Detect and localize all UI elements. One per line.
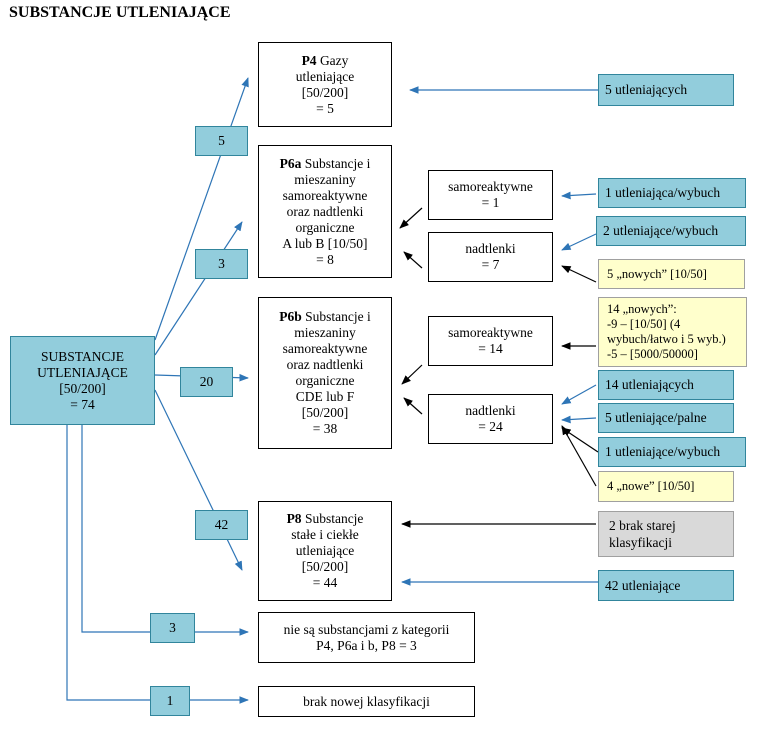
page-title: SUBSTANCJE UTLENIAJĄCE bbox=[9, 4, 231, 21]
p6b-perox-line-2: = 24 bbox=[478, 419, 503, 434]
p8-line-1: Substancje bbox=[304, 511, 364, 526]
count-other: 3 bbox=[150, 613, 195, 643]
source-s3: 2 utleniające/wybuch bbox=[596, 216, 746, 246]
p6a-peroxides-box: nadtlenki = 7 bbox=[428, 232, 553, 282]
category-other: nie są substancjami z kategorii P4, P6a … bbox=[258, 612, 475, 663]
p6b-perox-line-1: nadtlenki bbox=[465, 403, 516, 418]
p8-line-5: = 44 bbox=[312, 575, 338, 590]
arrow-self-to-p6b bbox=[401, 364, 423, 385]
source-s1: 5 utleniających bbox=[598, 74, 734, 106]
count-p6a: 3 bbox=[195, 249, 248, 279]
p6b-line-5: organiczne bbox=[295, 373, 355, 388]
arrow-s3 bbox=[561, 233, 597, 251]
p6a-line-1: Substancje i bbox=[304, 155, 371, 171]
p6a-line-6: A lub B [10/50] bbox=[282, 235, 368, 251]
p6a-self-line-2: = 1 bbox=[481, 195, 500, 210]
p8-code: P8 bbox=[286, 511, 302, 526]
p6a-perox-line-2: = 7 bbox=[481, 257, 500, 272]
p6a-self-line-1: samoreaktywne bbox=[448, 179, 533, 194]
p6a-line-7: = 8 bbox=[316, 251, 334, 267]
source-s11: 42 utleniające bbox=[598, 570, 734, 601]
p6a-code: P6a bbox=[279, 155, 302, 171]
category-p4: P4 Gazy utleniające [50/200] = 5 bbox=[258, 42, 392, 127]
arrow-s8 bbox=[561, 427, 599, 453]
p6a-line-2: mieszaniny bbox=[294, 171, 356, 187]
p4-code: P4 bbox=[301, 52, 317, 68]
source-s10-line-2: klasyfikacji bbox=[609, 535, 672, 550]
p6b-self-line-1: samoreaktywne bbox=[448, 325, 533, 340]
none-line-1: brak nowej klasyfikacji bbox=[303, 693, 430, 709]
source-s6: 14 utleniających bbox=[598, 370, 734, 400]
root-line-3: [50/200] bbox=[59, 380, 106, 396]
count-p4: 5 bbox=[195, 126, 248, 156]
category-p6b: P6b Substancje i mieszaniny samoreaktywn… bbox=[258, 297, 392, 449]
p8-line-4: [50/200] bbox=[301, 559, 349, 574]
root-line-4: = 74 bbox=[70, 396, 95, 412]
count-none: 1 bbox=[150, 686, 190, 716]
p6b-line-2: mieszaniny bbox=[294, 325, 356, 340]
other-line-1: nie są substancjami z kategorii bbox=[283, 621, 450, 637]
p6b-peroxides-box: nadtlenki = 24 bbox=[428, 394, 553, 444]
p6a-line-5: organiczne bbox=[295, 219, 355, 235]
source-s2: 1 utleniająca/wybuch bbox=[598, 178, 746, 208]
arrow-perox-to-p6a bbox=[403, 251, 423, 269]
arrow-s6 bbox=[561, 384, 597, 405]
p6b-line-1: Substancje i bbox=[305, 309, 371, 324]
p8-line-2: stałe i ciekłe bbox=[291, 527, 359, 542]
arrow-s7 bbox=[561, 415, 597, 424]
p6a-line-3: samoreaktywne bbox=[282, 187, 368, 203]
source-s5-line-2: -9 – [10/50] (4 bbox=[607, 317, 681, 331]
p4-line-4: = 5 bbox=[316, 100, 334, 116]
source-s7: 5 utleniające/palne bbox=[598, 403, 734, 433]
count-p6b: 20 bbox=[180, 367, 233, 397]
arrow-s9 bbox=[561, 425, 597, 487]
arrow-self-to-p6a bbox=[399, 207, 423, 229]
p6b-self-line-2: = 14 bbox=[478, 341, 503, 356]
p6b-line-7: [50/200] bbox=[301, 405, 349, 420]
root-line-2: UTLENIAJĄCE bbox=[37, 364, 128, 380]
source-s4: 5 „nowych” [10/50] bbox=[598, 259, 745, 289]
p6b-line-8: = 38 bbox=[312, 421, 338, 436]
category-p8: P8 Substancje stałe i ciekłe utleniające… bbox=[258, 501, 392, 601]
p6b-line-3: samoreaktywne bbox=[282, 341, 368, 356]
p4-line-1: Gazy bbox=[319, 52, 349, 68]
p8-line-3: utleniające bbox=[295, 543, 355, 558]
arrow-root-to-p8 bbox=[154, 389, 243, 571]
p6a-perox-line-1: nadtlenki bbox=[465, 241, 516, 256]
p6b-code: P6b bbox=[279, 309, 302, 324]
source-s5: 14 „nowych”: -9 – [10/50] (4 wybuch/łatw… bbox=[598, 297, 747, 367]
arrow-root-to-p4 bbox=[154, 77, 249, 341]
arrow-root-to-p6a bbox=[154, 221, 243, 356]
source-s5-line-1: 14 „nowych”: bbox=[607, 302, 677, 316]
count-p8: 42 bbox=[195, 510, 248, 540]
root-line-1: SUBSTANCJE bbox=[41, 348, 124, 364]
category-p6a: P6a Substancje i mieszaniny samoreaktywn… bbox=[258, 145, 392, 278]
arrow-perox-to-p6b bbox=[403, 397, 423, 415]
p6a-line-4: oraz nadtlenki bbox=[286, 203, 364, 219]
p6b-line-4: oraz nadtlenki bbox=[286, 357, 364, 372]
p6b-line-6: CDE lub F bbox=[295, 389, 355, 404]
p4-line-2: utleniające bbox=[295, 68, 355, 84]
arrow-root-to-none bbox=[66, 425, 249, 704]
source-s10-line-1: 2 brak starej bbox=[609, 518, 676, 533]
category-none: brak nowej klasyfikacji bbox=[258, 686, 475, 717]
source-s8: 1 utleniające/wybuch bbox=[598, 437, 746, 467]
other-line-2: P4, P6a i b, P8 = 3 bbox=[316, 637, 417, 653]
source-s5-line-4: -5 – [5000/50000] bbox=[607, 347, 698, 361]
root-box: SUBSTANCJE UTLENIAJĄCE [50/200] = 74 bbox=[10, 336, 155, 425]
p6a-self-reactive-box: samoreaktywne = 1 bbox=[428, 170, 553, 220]
source-s10: 2 brak starej klasyfikacji bbox=[598, 511, 734, 557]
p6b-self-reactive-box: samoreaktywne = 14 bbox=[428, 316, 553, 366]
source-s9: 4 „nowe” [10/50] bbox=[598, 471, 734, 502]
arrow-s2 bbox=[561, 191, 597, 200]
source-s5-line-3: wybuch/łatwo i 5 wyb.) bbox=[607, 332, 726, 346]
p4-line-3: [50/200] bbox=[301, 84, 349, 100]
arrow-s4 bbox=[561, 265, 597, 283]
